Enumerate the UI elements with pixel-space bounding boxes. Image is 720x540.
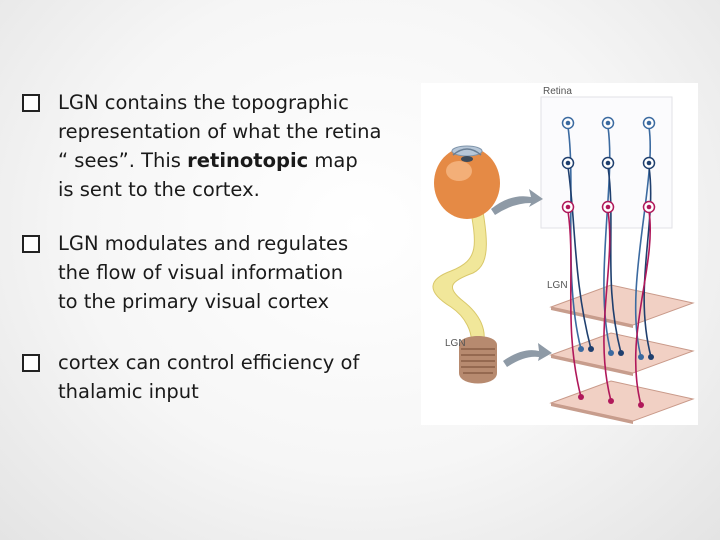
bullet-text-line: the flow of visual information [58, 261, 344, 284]
retina-label: Retina [543, 86, 572, 97]
bullet-text-line: thalamic input [58, 380, 199, 403]
retinal-fiber [643, 166, 652, 358]
bullet-text-line: representation of what the retina [58, 120, 382, 143]
retinal-fiber [567, 166, 592, 350]
fiber-terminal [648, 354, 654, 360]
fiber-terminal [618, 350, 624, 356]
retinal-fiber [603, 210, 612, 402]
retina-cell-nucleus [605, 120, 611, 126]
bullet-item: LGN modulates and regulates the flow of … [22, 229, 422, 316]
visual-pathway-figure: Retina LGN LGN [421, 83, 698, 425]
fiber-terminal [578, 346, 584, 352]
fiber-terminal [608, 350, 614, 356]
lgn-layers-label: LGN [547, 280, 568, 291]
bullet-text-line: is sent to the cortex. [58, 178, 260, 201]
retina-cell-nucleus [565, 120, 571, 126]
retinal-fiber [603, 126, 612, 354]
lgn-label: LGN [445, 338, 466, 349]
bullet-text-emphasis: retinotopic [187, 149, 309, 172]
lgn-layer-sheet [549, 380, 695, 422]
lgn-structure [459, 336, 497, 384]
bullet-text-fragment: map [308, 149, 358, 172]
arrow-retina-icon [491, 189, 543, 215]
fiber-terminal [588, 346, 594, 352]
bullet-text-fragment: “ sees”. This [58, 149, 188, 172]
retina-cell-nucleus [646, 120, 652, 126]
fiber-terminal [608, 398, 614, 404]
fiber-terminal [638, 354, 644, 360]
retinal-fiber [634, 210, 651, 406]
retinal-fiber [634, 126, 652, 358]
bullet-text-line: to the primary visual cortex [58, 290, 330, 313]
retina-cell-nucleus [646, 204, 652, 210]
fiber-terminal [638, 402, 644, 408]
retina-cell-nucleus [565, 160, 571, 166]
lgn-layer-edge [551, 355, 633, 376]
bullet-text-line: cortex can control efficiency of [58, 351, 360, 374]
retinal-fiber [607, 166, 622, 354]
bullet-text-line: LGN modulates and regulates [58, 232, 349, 255]
bullet-item: cortex can control efficiency of thalami… [22, 348, 422, 406]
retina-cell-nucleus [605, 204, 611, 210]
checkbox-bullet-icon [22, 235, 40, 253]
fiber-terminal [578, 394, 584, 400]
figure-canvas: Retina LGN LGN [432, 86, 695, 424]
bullet-item: LGN contains the topographic representat… [22, 88, 422, 204]
eye-lens [451, 145, 483, 157]
retina-cell-nucleus [605, 160, 611, 166]
arrow-lgn-icon [503, 343, 552, 367]
bullet-list: LGN contains the topographic representat… [22, 88, 422, 406]
retina-cell-nucleus [646, 160, 652, 166]
retina-cell-nucleus [565, 204, 571, 210]
checkbox-bullet-icon [22, 354, 40, 372]
bullet-text-line: LGN contains the topographic [58, 91, 349, 114]
checkbox-bullet-icon [22, 94, 40, 112]
retinal-fiber [567, 210, 582, 398]
bullet-text-line: “ sees”. This retinotopic map [58, 146, 422, 175]
lgn-layer-edge [551, 403, 633, 424]
